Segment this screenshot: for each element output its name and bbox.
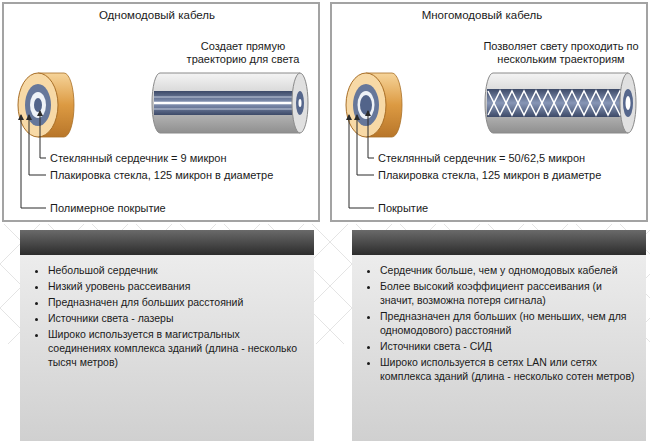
cable-end xyxy=(620,73,636,133)
light-path xyxy=(488,91,628,115)
header-bar xyxy=(20,230,314,255)
cable-end xyxy=(292,73,308,133)
light-path xyxy=(154,102,300,105)
leader-line xyxy=(357,115,374,175)
bullet-list: Небольшой сердечникНизкий уровень рассеи… xyxy=(20,255,314,375)
title-holder: Многомодовый кабель xyxy=(362,8,602,22)
feature-list: Сердечник больше, чем у одномодовых кабе… xyxy=(352,230,646,441)
glass-core xyxy=(360,95,372,115)
callout-label: Полимерное покрытие xyxy=(50,202,166,215)
single-mode-side-view xyxy=(152,73,308,133)
cable-end-core xyxy=(626,96,631,110)
panel-title: Многомодовый кабель xyxy=(362,8,602,22)
label-holder: Полимерное покрытие xyxy=(50,202,166,215)
bullet-item: Источники света - лазеры xyxy=(48,311,304,325)
bullet-item: Источники света - СИД xyxy=(380,339,636,353)
cable-end-core xyxy=(623,89,633,117)
cable-panel: Многомодовый кабель xyxy=(330,2,648,222)
bullet-item: Небольшой сердечник xyxy=(48,263,304,277)
single-mode-end-view xyxy=(18,73,74,137)
bullet-item: Предназначен для больших (но меньших, че… xyxy=(380,309,636,337)
label-holder: Плакировка стекла, 125 микрон в диаметре xyxy=(50,169,273,182)
header-bar xyxy=(352,230,646,255)
leader-line xyxy=(21,115,46,208)
label-holder: Плакировка стекла, 125 микрон в диаметре xyxy=(378,169,601,182)
cable-panel: Одномодовый кабель xyxy=(2,2,320,222)
label-holder: Стеклянный сердечник = 50/62,5 микрон xyxy=(378,152,585,165)
leader-line xyxy=(349,115,374,208)
cable-end-core xyxy=(296,91,304,115)
bullet-item: Более высокий коэффициент рассеивания (и… xyxy=(380,279,636,307)
coating-face xyxy=(346,73,386,137)
cable-body xyxy=(485,73,628,133)
callout-label: Плакировка стекла, 125 микрон в диаметре xyxy=(50,169,273,182)
callout-label: Стеклянный сердечник = 9 микрон xyxy=(50,152,227,165)
bullet-list: Сердечник больше, чем у одномодовых кабе… xyxy=(352,255,646,389)
bullet-item: Сердечник больше, чем у одномодовых кабе… xyxy=(380,263,636,277)
leader-line xyxy=(29,115,46,175)
core-band xyxy=(487,89,628,117)
single-mode-leaders xyxy=(21,111,46,208)
label-holder: Покрытие xyxy=(378,202,428,215)
glass-core xyxy=(34,98,42,112)
multi-mode-end-view xyxy=(346,73,402,137)
bullet-item: Широко используется в магистральных соед… xyxy=(48,327,304,369)
caption-note: Создает прямую траекторию для света xyxy=(183,40,303,66)
cable-body xyxy=(152,73,300,133)
core-band xyxy=(154,91,300,115)
feature-list: Небольшой сердечникНизкий уровень рассеи… xyxy=(20,230,314,441)
coating-face xyxy=(18,73,58,137)
caption-note: Позволяет свету проходить по нескольким … xyxy=(480,40,642,66)
callout-label: Плакировка стекла, 125 микрон в диаметре xyxy=(378,169,601,182)
title-holder: Одномодовый кабель xyxy=(37,8,277,22)
bullet-item: Низкий уровень рассеивания xyxy=(48,279,304,293)
light-path xyxy=(154,109,300,110)
inner-ring xyxy=(358,91,375,119)
leader-line xyxy=(368,111,374,158)
label-holder: Создает прямую траекторию для света xyxy=(183,40,303,66)
cable-end-core xyxy=(299,99,302,107)
multi-mode-side-view xyxy=(485,73,636,133)
bullet-item: Широко используется в сетях LAN или сетя… xyxy=(380,355,636,383)
callout-label: Стеклянный сердечник = 50/62,5 микрон xyxy=(378,152,585,165)
bullet-item: Предназначен для больших расстояний xyxy=(48,295,304,309)
inner-ring xyxy=(30,92,46,118)
light-path xyxy=(488,91,628,115)
callout-label: Покрытие xyxy=(378,202,428,215)
light-path xyxy=(154,97,300,98)
multi-mode-leaders xyxy=(349,111,374,208)
leader-line xyxy=(40,111,46,158)
panel-title: Одномодовый кабель xyxy=(37,8,277,22)
label-holder: Стеклянный сердечник = 9 микрон xyxy=(50,152,227,165)
label-holder: Позволяет свету проходить по нескольким … xyxy=(480,40,642,66)
